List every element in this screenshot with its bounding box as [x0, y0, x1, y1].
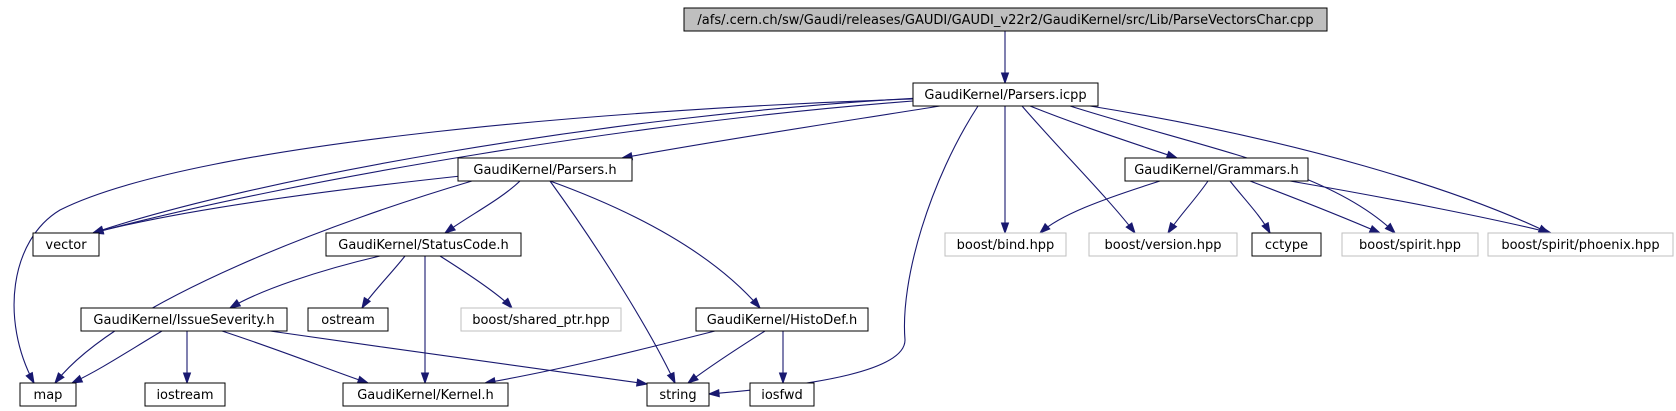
node-vector[interactable]: vector [32, 232, 100, 257]
edge-parsers_icpp-to-grammars_h [1029, 105, 1179, 159]
edge-parsers_icpp-to-string [707, 105, 979, 398]
node-label: string [659, 388, 696, 403]
node-statuscode-h[interactable]: GaudiKernel/StatusCode.h [325, 232, 522, 257]
node-label: iostream [156, 388, 213, 403]
edge-parsers_h-to-map [54, 180, 473, 385]
node-ostream[interactable]: ostream [307, 307, 389, 332]
edge-histodef_h-to-kernel_h [483, 330, 716, 386]
node-map[interactable]: map [19, 382, 77, 407]
node-box [695, 307, 869, 332]
node-grammars-h[interactable]: GaudiKernel/Grammars.h [1124, 157, 1309, 182]
edge-issueseverity_h-to-iostream [182, 331, 192, 385]
node-label: cctype [1265, 238, 1308, 253]
edge-parsers_icpp-to-boost_version [1021, 105, 1136, 235]
node-label: vector [45, 238, 87, 253]
edge-root-to-parsers_icpp [1000, 31, 1010, 85]
node-boost-spirit: boost/spirit.hpp [1341, 232, 1479, 257]
node-box [749, 382, 815, 407]
node-label: GaudiKernel/Kernel.h [357, 388, 494, 403]
edge-parsers_h-to-string [549, 180, 676, 385]
edge-parsers_icpp-to-parsers_h [620, 105, 941, 161]
node-box [19, 382, 77, 407]
node-kernel-h[interactable]: GaudiKernel/Kernel.h [342, 382, 509, 407]
node-box [1251, 232, 1322, 257]
node-box [460, 307, 622, 332]
node-label: GaudiKernel/StatusCode.h [338, 238, 508, 253]
node-root[interactable]: /afs/.cern.ch/sw/Gaudi/releases/GAUDI/GA… [683, 7, 1328, 32]
edge-parsers_h-to-statuscode_h [443, 180, 521, 234]
node-box [32, 232, 100, 257]
node-box [325, 232, 522, 257]
edge-histodef_h-to-string [686, 330, 766, 384]
edge-issueseverity_h-to-kernel_h [221, 330, 370, 384]
edge-parsers_icpp-to-boost_bind [1000, 106, 1010, 235]
edge-grammars_h-to-boost_version [1167, 180, 1209, 235]
node-box [80, 307, 288, 332]
node-box [1341, 232, 1479, 257]
node-iosfwd[interactable]: iosfwd [749, 382, 815, 407]
node-box [342, 382, 509, 407]
node-iostream[interactable]: iostream [144, 382, 226, 407]
node-label: /afs/.cern.ch/sw/Gaudi/releases/GAUDI/GA… [697, 13, 1313, 28]
node-box [646, 382, 710, 407]
node-label: iosfwd [761, 388, 803, 403]
edge-parsers_icpp-to-map [13, 98, 914, 385]
node-label: map [34, 388, 63, 403]
edge-grammars_h-to-cctype [1229, 180, 1271, 235]
node-label: boost/spirit/phoenix.hpp [1501, 238, 1659, 253]
edge-statuscode_h-to-ostream [361, 255, 406, 310]
edge-issueseverity_h-to-string [269, 330, 649, 387]
node-label: boost/shared_ptr.hpp [472, 313, 610, 328]
node-box [944, 232, 1067, 257]
node-string[interactable]: string [646, 382, 710, 407]
node-label: boost/version.hpp [1105, 238, 1222, 253]
node-label: ostream [321, 313, 375, 328]
node-cctype[interactable]: cctype [1251, 232, 1322, 257]
edge-statuscode_h-to-issueseverity_h [228, 255, 381, 309]
node-label: GaudiKernel/IssueSeverity.h [93, 313, 274, 328]
node-parsers-icpp[interactable]: GaudiKernel/Parsers.icpp [912, 82, 1099, 107]
node-boost-shared-ptr: boost/shared_ptr.hpp [460, 307, 622, 332]
node-issueseverity-h[interactable]: GaudiKernel/IssueSeverity.h [80, 307, 288, 332]
node-boost-phoenix: boost/spirit/phoenix.hpp [1487, 232, 1674, 257]
edge-statuscode_h-to-kernel_h [420, 256, 430, 385]
node-label: GaudiKernel/Parsers.icpp [924, 88, 1086, 103]
node-box [912, 82, 1099, 107]
node-box [1124, 157, 1309, 182]
node-box [1088, 232, 1238, 257]
node-boost-version: boost/version.hpp [1088, 232, 1238, 257]
edge-grammars_h-to-boost_bind [1038, 180, 1161, 235]
node-label: GaudiKernel/Grammars.h [1134, 163, 1299, 178]
edge-histodef_h-to-iosfwd [778, 331, 788, 385]
node-box [683, 7, 1328, 32]
node-label: GaudiKernel/HistoDef.h [707, 313, 858, 328]
node-label: boost/spirit.hpp [1359, 238, 1461, 253]
node-label: GaudiKernel/Parsers.h [473, 163, 616, 178]
node-box [457, 157, 633, 182]
node-box [307, 307, 389, 332]
edge-issueseverity_h-to-map [70, 330, 163, 384]
node-boost-bind: boost/bind.hpp [944, 232, 1067, 257]
node-histodef-h[interactable]: GaudiKernel/HistoDef.h [695, 307, 869, 332]
edge-statuscode_h-to-boost_shared_ptr [439, 255, 514, 310]
node-box [1487, 232, 1674, 257]
node-box [144, 382, 226, 407]
node-parsers-h[interactable]: GaudiKernel/Parsers.h [457, 157, 633, 182]
edge-parsers_h-to-histodef_h [549, 180, 761, 310]
node-label: boost/bind.hpp [957, 238, 1055, 253]
